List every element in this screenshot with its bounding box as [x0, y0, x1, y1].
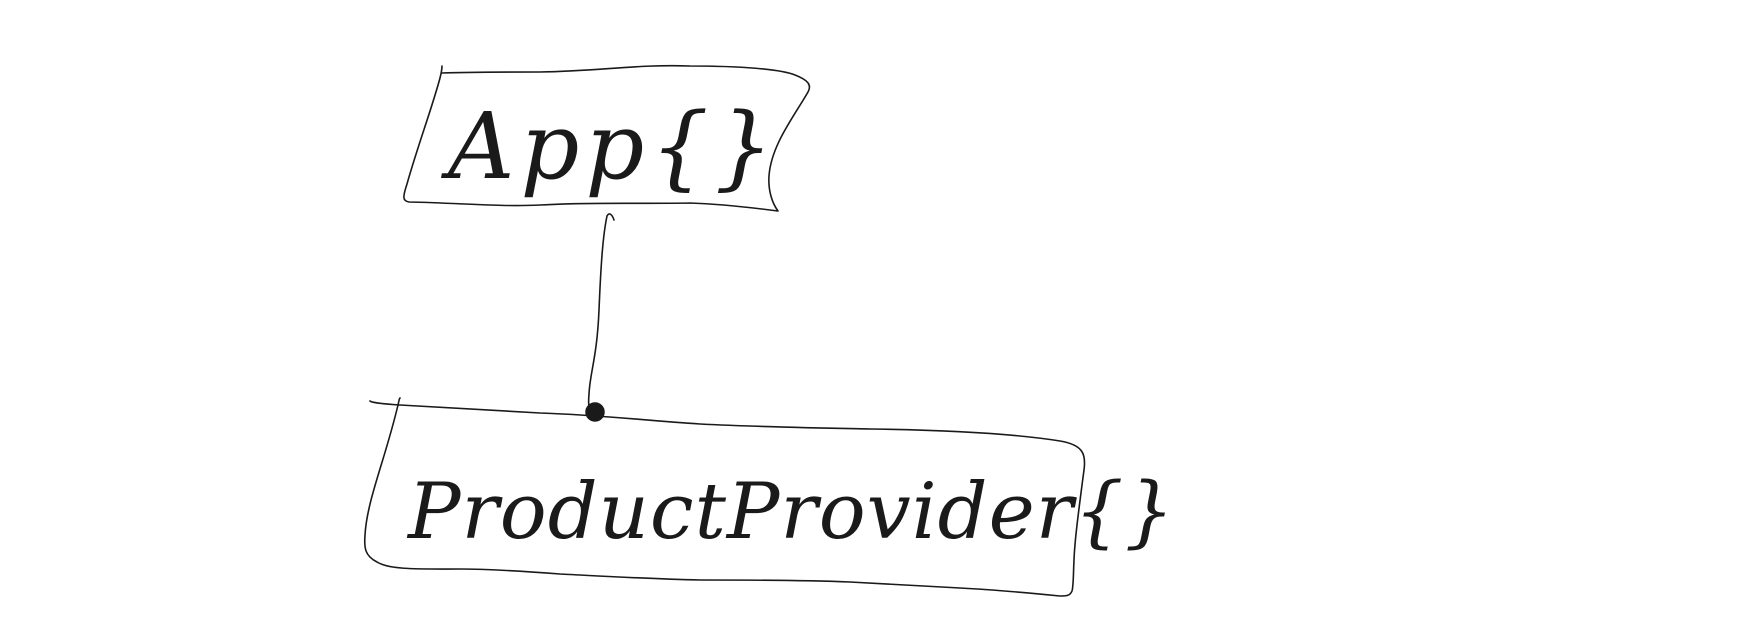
- connector-line: [587, 213, 615, 419]
- app-node: App{}: [403, 64, 811, 212]
- app-node-outline: [403, 64, 811, 212]
- product-provider-node-outline: [363, 397, 1086, 597]
- app-node-label: App{}: [440, 93, 779, 200]
- app-to-provider-edge: [585, 213, 615, 422]
- product-provider-node: ProductProvider{}: [363, 397, 1175, 597]
- product-provider-node-label: ProductProvider{}: [406, 467, 1175, 557]
- connector-endpoint: [585, 402, 605, 422]
